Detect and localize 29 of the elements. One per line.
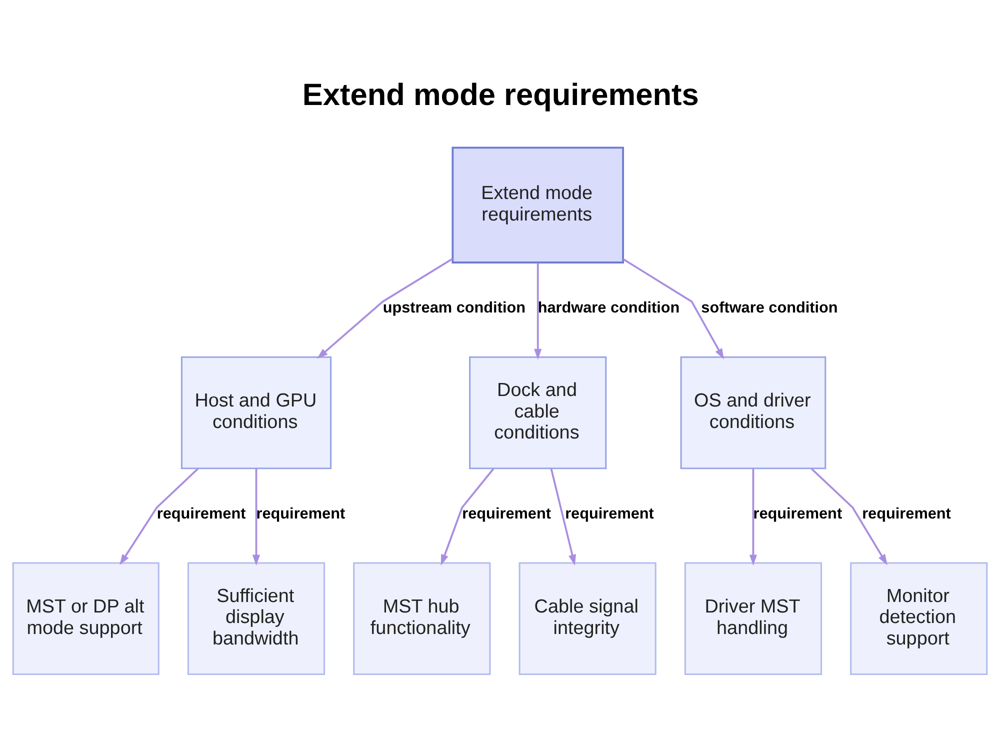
node-box: Dock and cable conditions xyxy=(469,356,607,470)
arrow xyxy=(810,468,888,566)
node-box: Monitor detection support xyxy=(850,562,988,676)
edge-label: software condition xyxy=(701,300,838,317)
edge-label: hardware condition xyxy=(538,300,680,317)
edge-label: requirement xyxy=(565,506,654,523)
arrow xyxy=(440,468,494,566)
arrow xyxy=(120,468,198,566)
arrow xyxy=(622,258,724,360)
node-box: Extend mode requirements xyxy=(452,146,624,264)
edge-label: requirement xyxy=(862,506,951,523)
node-box: Driver MST handling xyxy=(684,562,822,676)
node-box: Sufficient display bandwidth xyxy=(187,562,326,676)
arrow xyxy=(749,468,758,566)
node-box: OS and driver conditions xyxy=(680,356,826,470)
edge-label: upstream condition xyxy=(382,300,526,317)
edge-label: requirement xyxy=(156,506,246,523)
node-box: MST or DP alt mode support xyxy=(12,562,160,676)
edge-label: requirement xyxy=(753,506,842,523)
diagram-title: Extend mode requirements xyxy=(302,76,699,112)
arrow xyxy=(252,468,260,566)
arrow xyxy=(534,262,542,360)
edge-label: requirement xyxy=(462,506,551,523)
arrow xyxy=(317,258,454,359)
edge-label: requirement xyxy=(256,506,346,523)
node-box: Host and GPU conditions xyxy=(180,356,332,470)
node-box: MST hub functionality xyxy=(353,562,491,676)
node-box: Cable signal integrity xyxy=(518,562,656,676)
arrow xyxy=(550,468,576,566)
